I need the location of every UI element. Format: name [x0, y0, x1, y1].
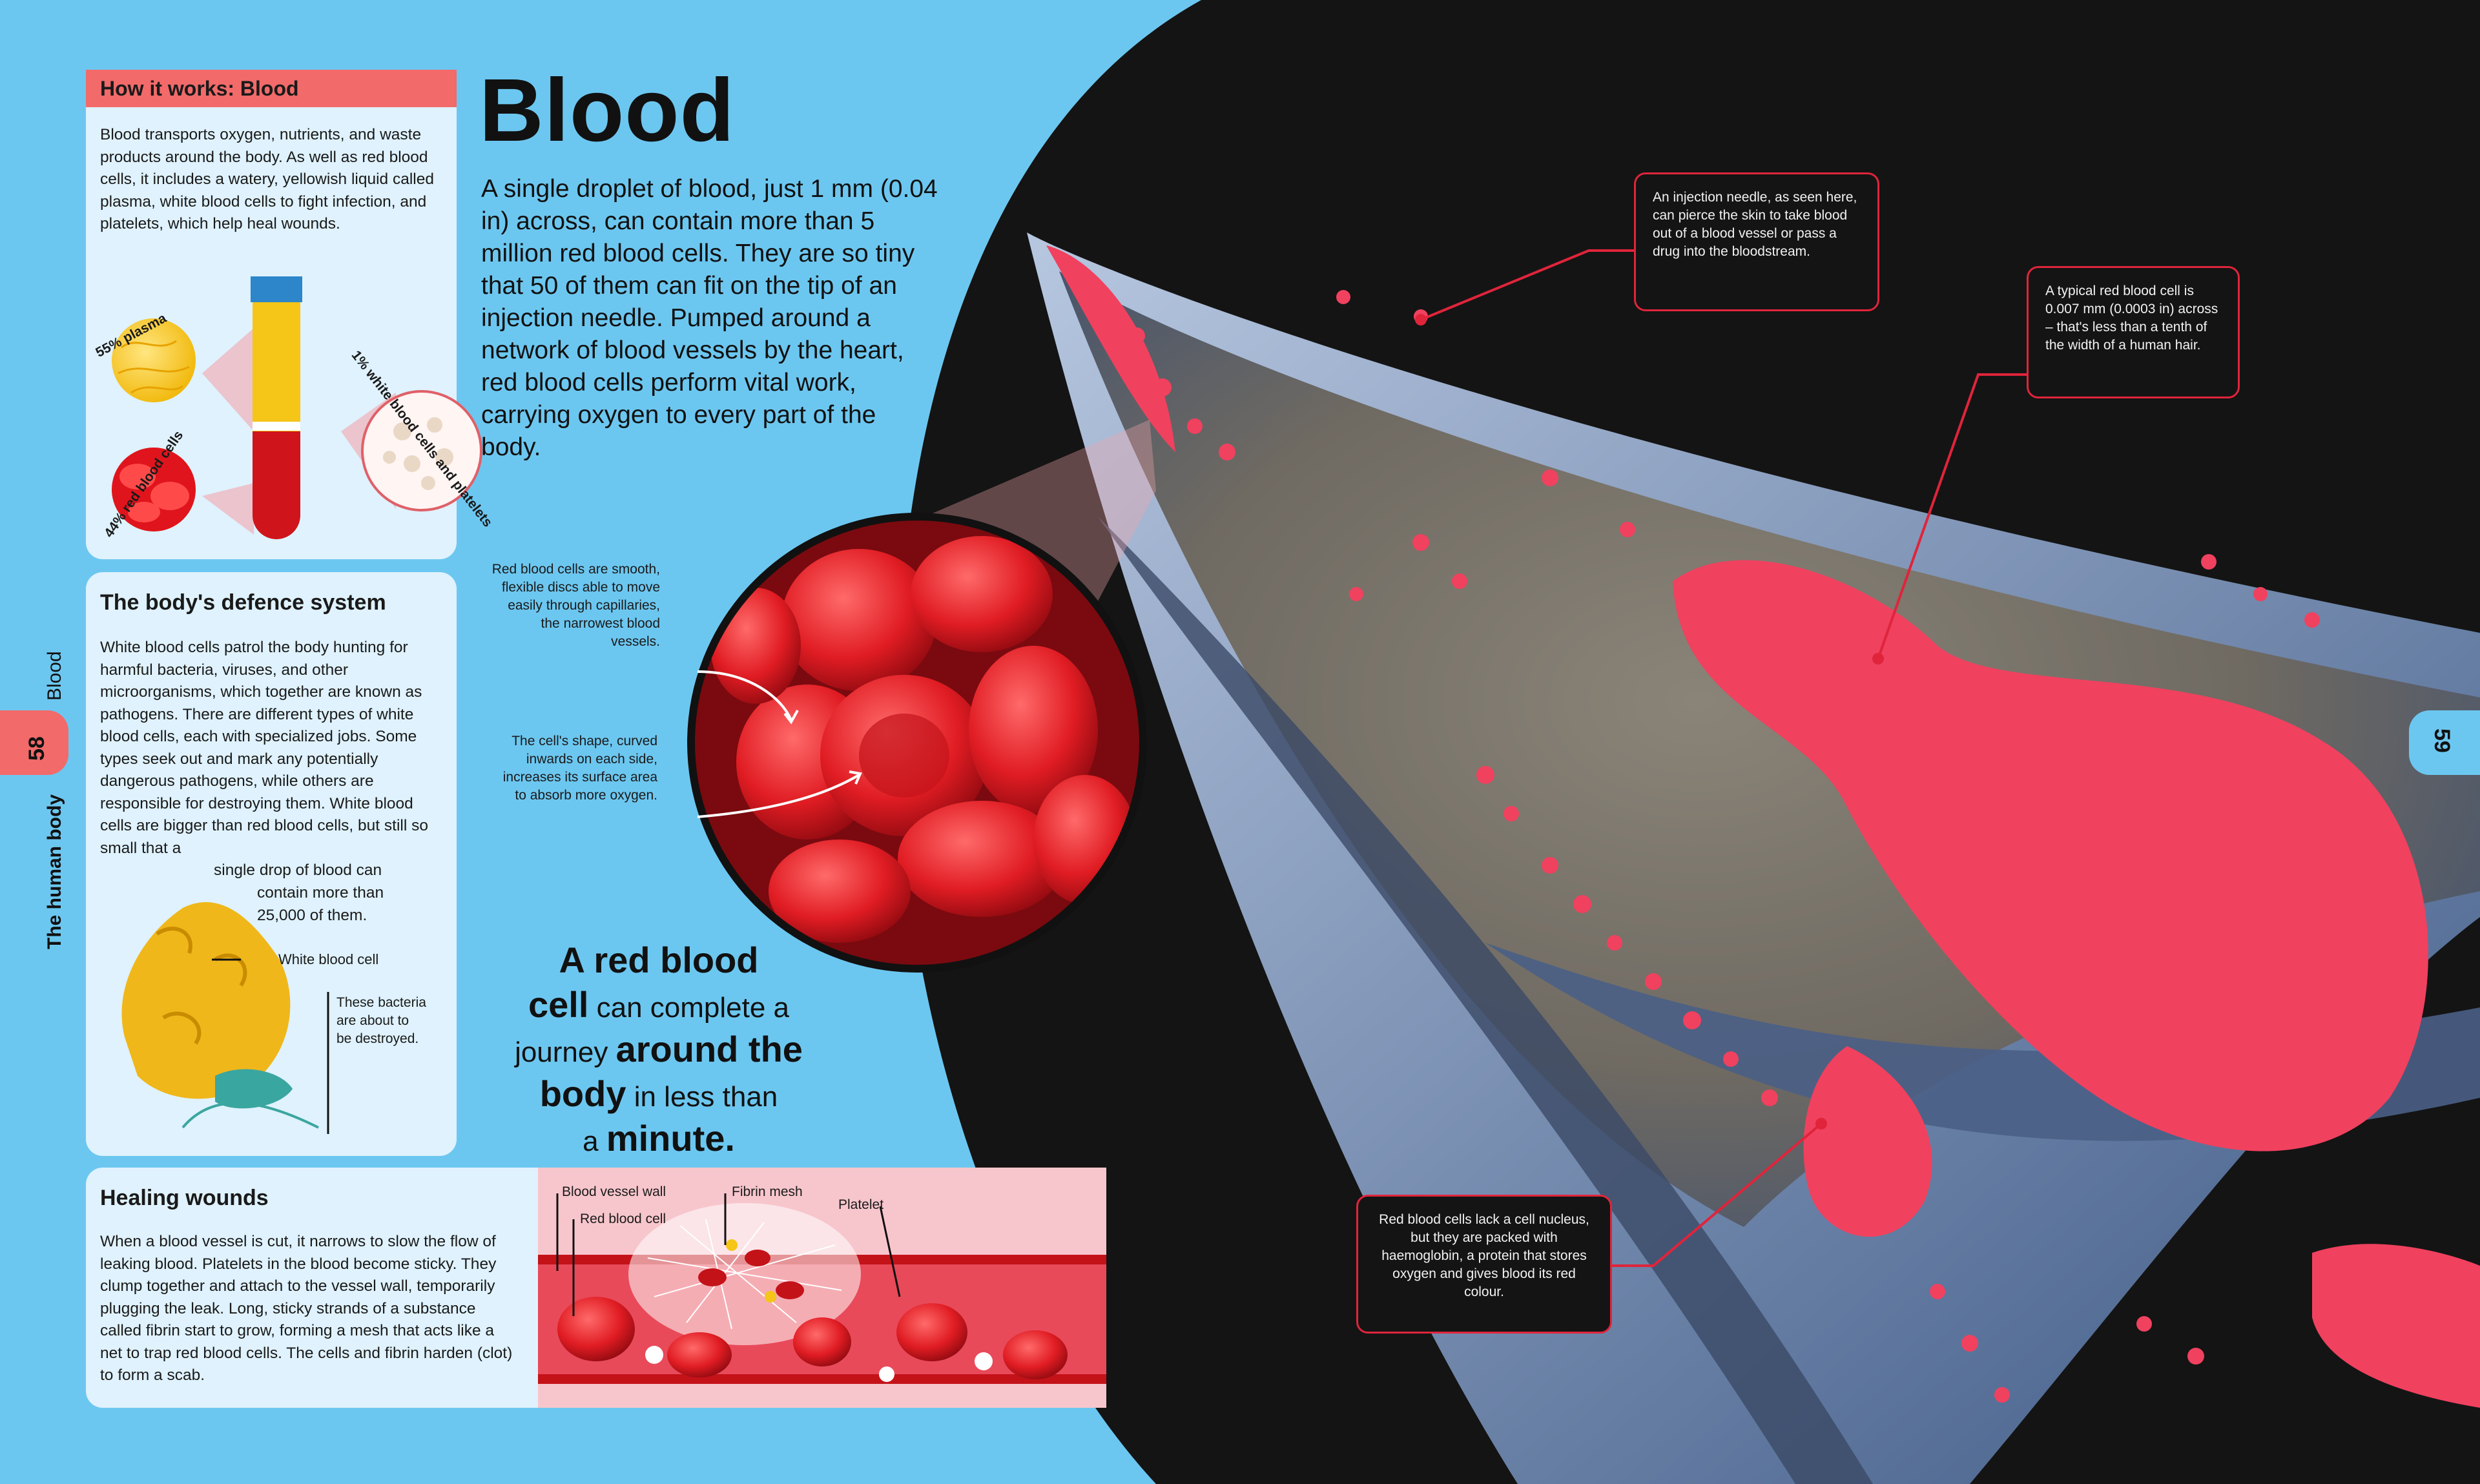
how-it-works-panel: How it works: Blood Blood transports oxy… — [86, 70, 495, 559]
defence-text-l3: 25,000 of them. — [257, 907, 367, 924]
needle-callout: An injection needle, as seen here, can p… — [1634, 172, 1879, 311]
right-page-tab — [2409, 710, 2480, 775]
intro-paragraph: A single droplet of blood, just 1 mm (0.… — [481, 175, 938, 461]
quote-w8: a — [583, 1126, 599, 1157]
defence-text-l1: single drop of blood can — [214, 861, 382, 879]
quote-w9: minute. — [606, 1118, 735, 1159]
quote-w7: in less than — [634, 1081, 778, 1113]
healing-text: When a blood vessel is cut, it narrows t… — [100, 1233, 513, 1384]
cell-curve-caption: The cell's shape, curved inwards on each… — [502, 734, 657, 803]
red-cell-label: Red blood cell — [580, 1211, 666, 1226]
defence-text-l2: contain more than — [257, 884, 384, 902]
fact-quote: A red blood cell can complete a journey … — [475, 940, 843, 1162]
healing-panel: Healing wounds When a blood vessel is cu… — [86, 1168, 1106, 1408]
left-page-tab — [0, 710, 68, 775]
white-cell-label: White blood cell — [278, 951, 379, 967]
white-blood-cell-illustration — [121, 902, 329, 1134]
vessel-wall-label: Blood vessel wall — [562, 1184, 666, 1199]
bacteria-label: These bacteria are about to be destroyed… — [336, 995, 426, 1046]
defence-heading: The body's defence system — [100, 590, 386, 615]
healing-heading: Healing wounds — [100, 1186, 269, 1210]
quote-w3: can complete a — [596, 992, 790, 1024]
fibrin-label: Fibrin mesh — [732, 1184, 803, 1199]
nucleus-callout: Red blood cells lack a cell nucleus, but… — [1356, 1195, 1612, 1334]
how-it-works-heading: How it works: Blood — [86, 70, 457, 107]
quote-w6: body — [539, 1073, 626, 1114]
defence-text: White blood cells patrol the body huntin… — [100, 639, 428, 857]
size-callout: A typical red blood cell is 0.007 mm (0.… — [2027, 266, 2240, 398]
quote-w1: A red blood — [559, 940, 759, 980]
page-title: Blood — [479, 61, 735, 160]
quote-w4: journey — [515, 1036, 608, 1068]
quote-w2: cell — [528, 984, 589, 1025]
how-it-works-text: Blood transports oxygen, nutrients, and … — [100, 126, 435, 232]
blood-composition-diagram — [112, 276, 482, 539]
quote-w5: around the — [615, 1029, 803, 1069]
cell-shape-caption: Red blood cells are smooth, flexible dis… — [491, 562, 660, 649]
platelet-label: Platelet — [838, 1197, 884, 1212]
defence-panel: The body's defence system White blood ce… — [86, 572, 457, 1156]
clot-diagram — [538, 1168, 1106, 1408]
